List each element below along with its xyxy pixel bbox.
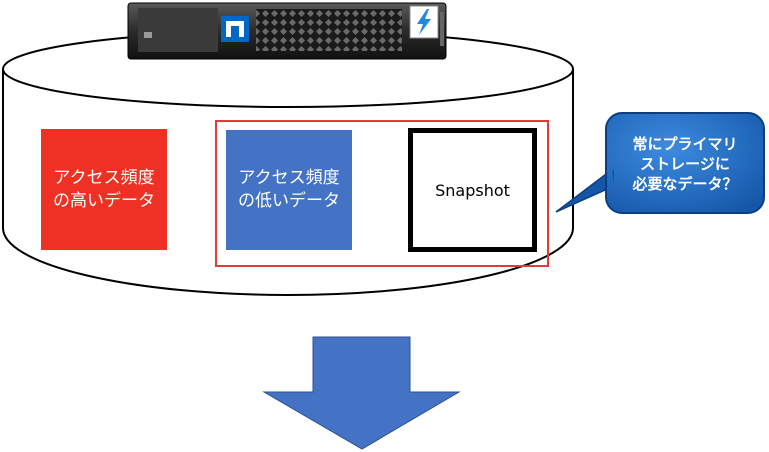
storage-array-icon <box>127 2 447 60</box>
lightning-bolt-icon <box>409 5 439 39</box>
callout-bubble <box>555 112 765 214</box>
hot-data-box: アクセス頻度 の高いデータ <box>41 129 167 250</box>
snapshot-label: Snapshot <box>435 180 510 200</box>
down-arrow-icon <box>262 336 461 450</box>
netapp-logo-icon <box>221 16 249 42</box>
hot-data-label: アクセス頻度 の高いデータ <box>53 167 155 211</box>
cold-data-box: アクセス頻度 の低いデータ <box>226 130 352 250</box>
cold-data-label: アクセス頻度 の低いデータ <box>238 168 340 211</box>
snapshot-box: Snapshot <box>408 128 537 252</box>
highlight-frame <box>215 120 549 267</box>
callout-text: 常にプライマリ ストレージに 必要なデータ？ <box>632 135 738 193</box>
